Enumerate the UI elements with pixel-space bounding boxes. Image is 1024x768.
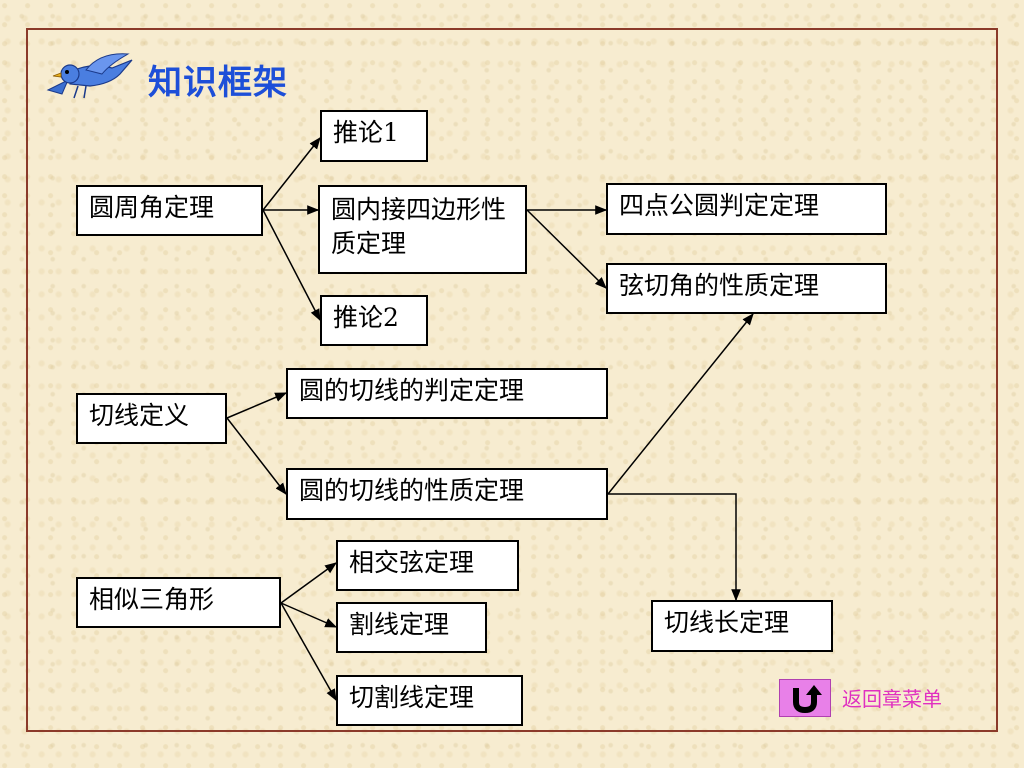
node-nei-jie-si-bian: 圆内接四边形性质定理 (318, 185, 527, 274)
node-tui-lun-2: 推论2 (320, 295, 428, 346)
bird-icon (46, 53, 133, 99)
node-qie-xian-xing-zhi: 圆的切线的性质定理 (286, 468, 608, 520)
node-qie-ge-xian: 切割线定理 (336, 675, 523, 726)
node-xian-qie-jiao: 弦切角的性质定理 (606, 263, 887, 314)
back-button[interactable] (779, 679, 831, 717)
u-turn-icon (793, 685, 822, 714)
node-ge-xian: 割线定理 (336, 602, 487, 653)
slide-frame (26, 28, 998, 732)
node-si-dian-gong-yuan: 四点公圆判定定理 (606, 183, 887, 235)
node-xiang-si-san-jiao: 相似三角形 (76, 577, 281, 628)
back-to-menu-link[interactable]: 返回章菜单 (842, 687, 942, 711)
node-yuan-zhou-jiao: 圆周角定理 (76, 185, 263, 236)
page-title: 知识框架 (148, 63, 288, 103)
node-qie-xian-pan-ding: 圆的切线的判定定理 (286, 368, 608, 419)
node-qie-xian-ding-yi: 切线定义 (76, 393, 227, 444)
node-tui-lun-1: 推论1 (320, 110, 428, 162)
node-qie-xian-chang: 切线长定理 (651, 600, 833, 652)
node-xiang-jiao-xian: 相交弦定理 (336, 540, 519, 591)
